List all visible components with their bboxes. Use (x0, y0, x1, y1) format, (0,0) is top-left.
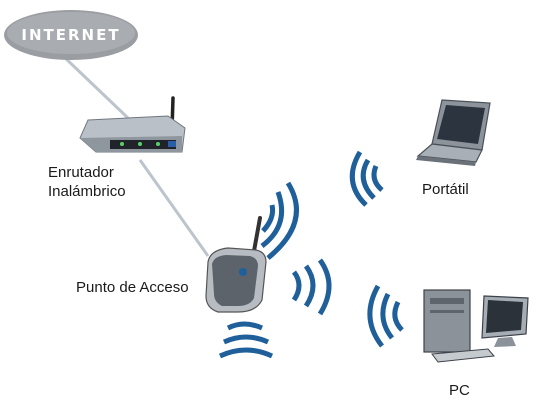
pc-wifi-waves (367, 284, 404, 348)
wireless-router-icon (79, 96, 186, 153)
router-ap-link (138, 159, 210, 257)
router-label-line1: Enrutador (48, 164, 114, 181)
internet-router-link (60, 53, 130, 120)
ap-wifi-waves-right (291, 258, 332, 316)
laptop-icon (416, 99, 491, 166)
laptop-wifi-waves (349, 150, 384, 207)
ap-wifi-waves-lower (218, 321, 274, 359)
pc-label: PC (449, 382, 470, 399)
access-point-icon (205, 216, 267, 313)
router-label-line2: Inalámbrico (48, 183, 126, 200)
desktop-pc-icon (423, 289, 529, 363)
router-label: Enrutador Inalámbrico (48, 163, 126, 201)
laptop-label: Portátil (422, 181, 469, 198)
internet-label: INTERNET (21, 26, 120, 44)
ap-wifi-waves-upper (260, 181, 299, 260)
access-point-label: Punto de Acceso (76, 279, 189, 296)
internet-cloud: INTERNET (4, 10, 138, 60)
